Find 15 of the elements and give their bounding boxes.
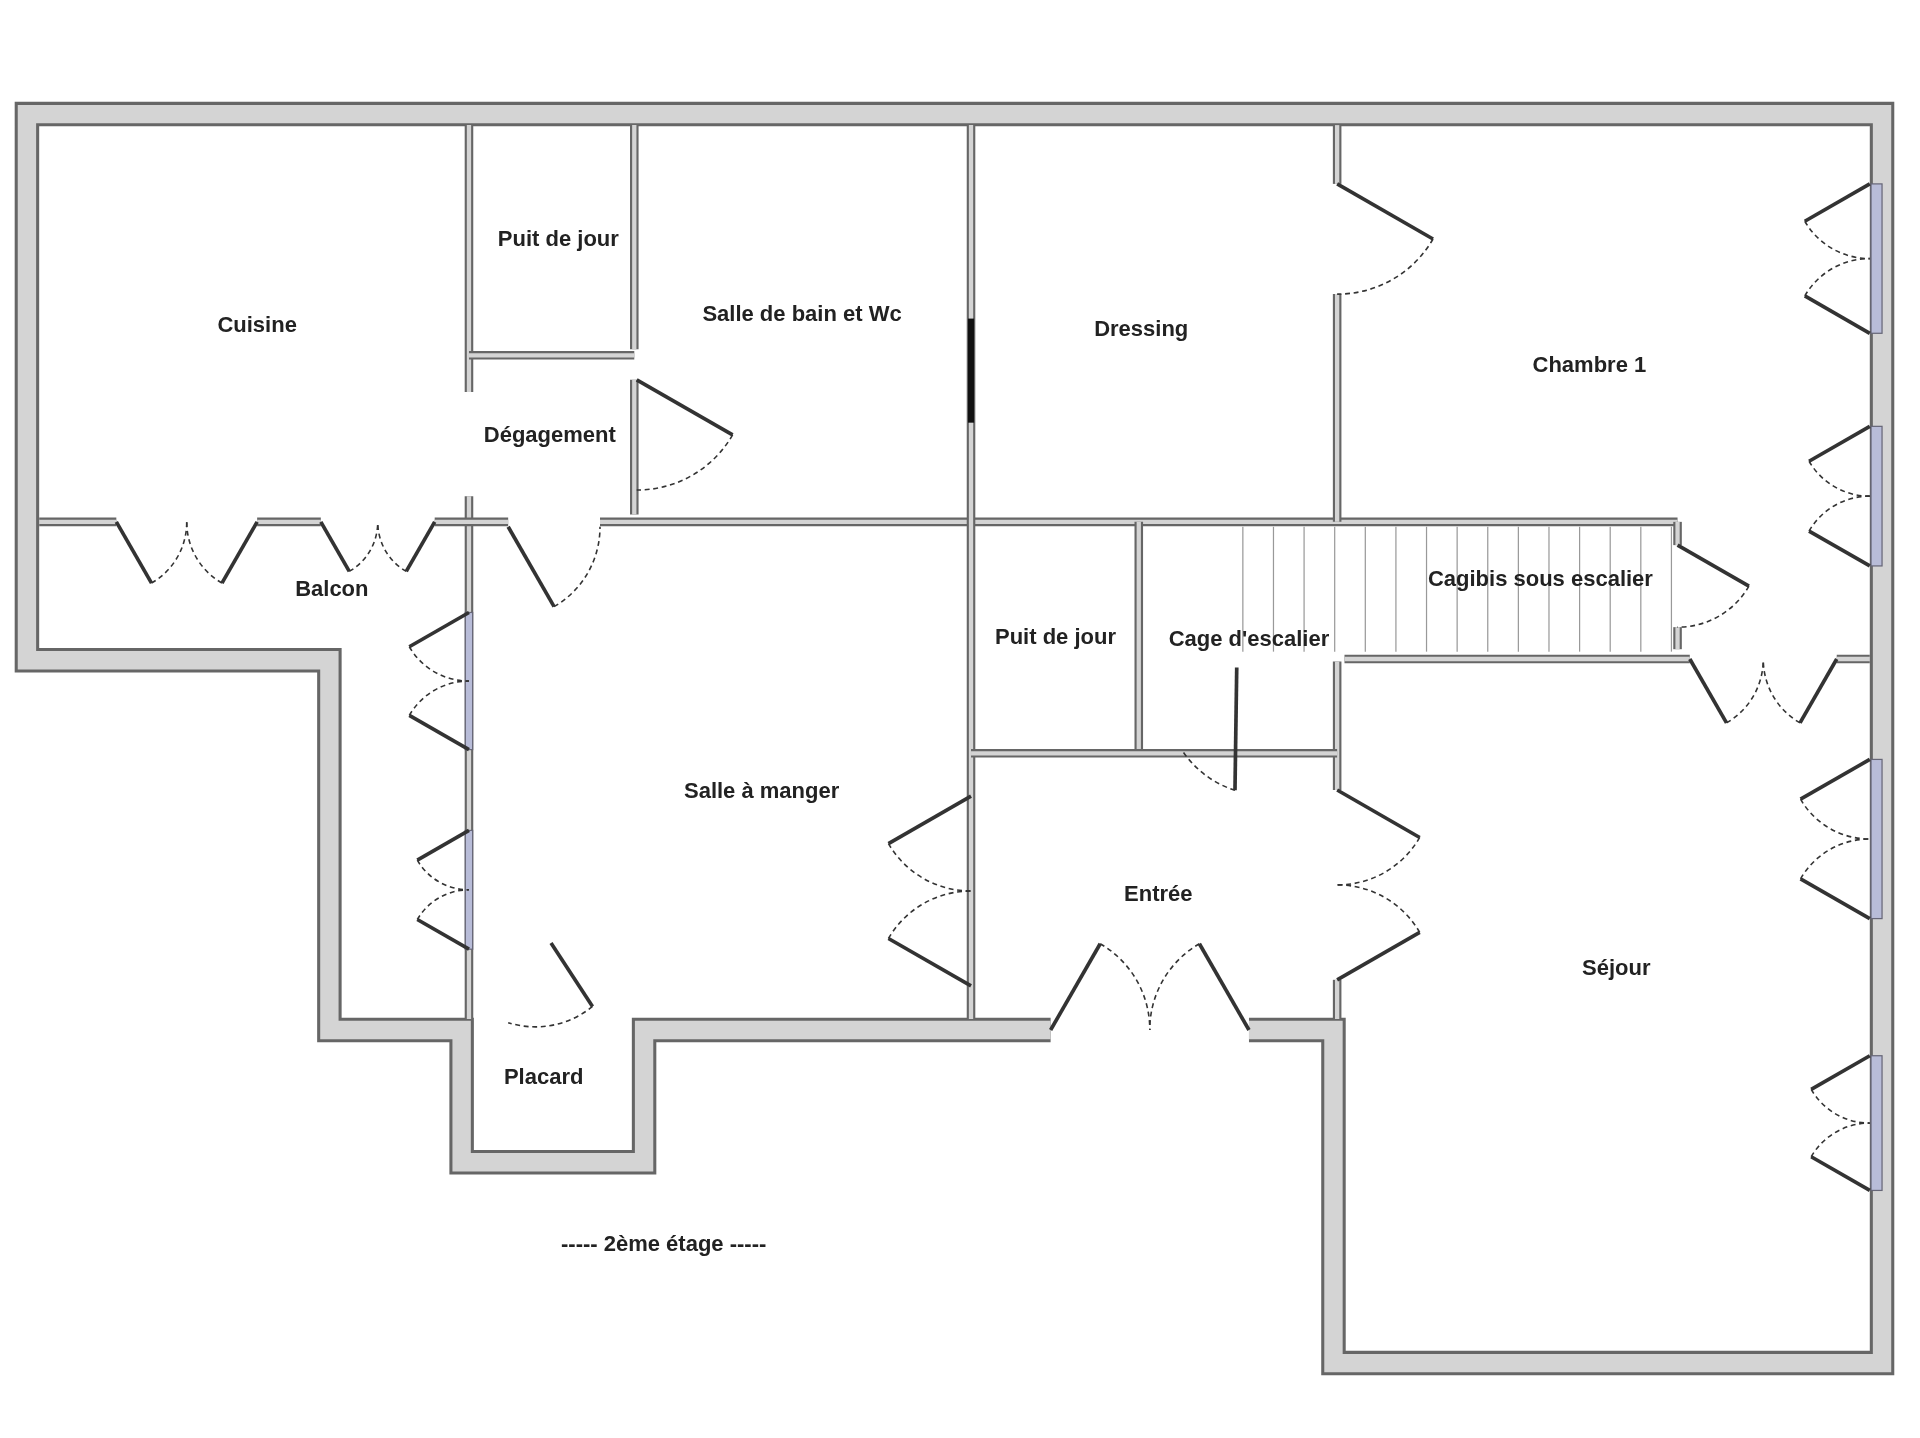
room-label: Puit de jour [497, 225, 619, 252]
room-label: Cuisine [217, 311, 297, 338]
room-label: Balcon [295, 576, 369, 603]
floor-title: ----- 2ème étage ----- [561, 1231, 767, 1258]
room-label: Dressing [1094, 316, 1189, 343]
room-label: Entrée [1124, 881, 1193, 908]
room-label: Salle de bain et Wc [702, 300, 902, 327]
room-label: Cagibis sous escalier [1427, 566, 1653, 593]
room-label: Chambre 1 [1532, 352, 1647, 378]
room-label: Salle à manger [683, 778, 840, 805]
room-label: Cage d'escalier [1168, 626, 1330, 653]
room-label: Dégagement [483, 421, 616, 448]
room-label: Puit de jour [995, 623, 1116, 650]
room-label: Placard [503, 1063, 584, 1090]
room-label: Séjour [1582, 954, 1651, 981]
